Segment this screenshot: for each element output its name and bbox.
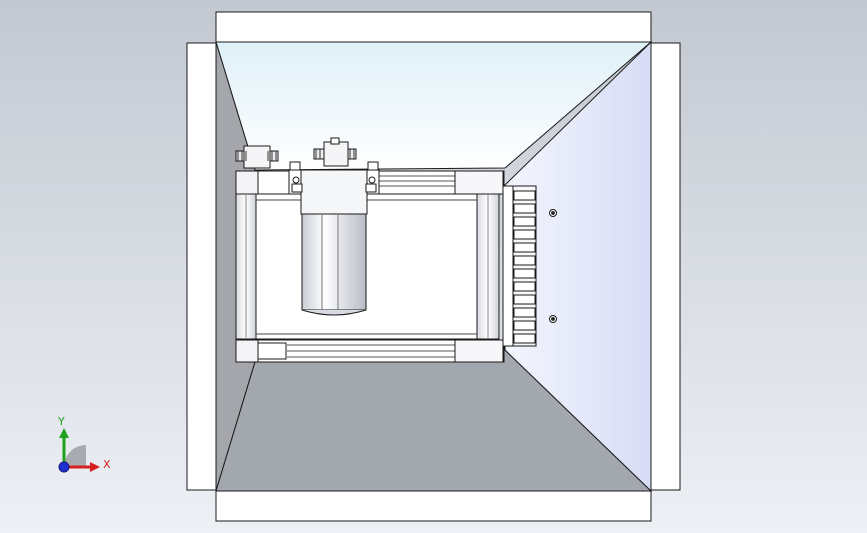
wall-bolts: [549, 209, 557, 323]
frame-top-panel: [215, 11, 652, 43]
triad-rotation-arc: [64, 445, 86, 467]
grille-slat: [513, 255, 536, 266]
grille-slat: [513, 333, 536, 344]
grille-slat: [513, 229, 536, 240]
conveyor-assembly: [235, 137, 537, 363]
grille-slat: [513, 294, 536, 305]
grille-slat: [513, 281, 536, 292]
frame-right-panel: [650, 42, 681, 491]
drive-motor: [288, 169, 380, 316]
grille-slat: [513, 320, 536, 331]
triad-y-label: Y: [58, 415, 65, 428]
grille-slat: [513, 242, 536, 253]
frame-bottom-panel: [215, 490, 652, 522]
left-sprocket: [235, 145, 279, 169]
motor-sprocket: [313, 137, 357, 167]
triad-x-label: X: [103, 458, 111, 471]
grille-slat: [513, 203, 536, 214]
grille-slats: [513, 190, 536, 344]
grille-slat: [513, 216, 536, 227]
hopper-right-wall: [504, 40, 652, 493]
housing-frame: [186, 11, 681, 522]
grille-slat: [513, 268, 536, 279]
grille-slat: [513, 190, 536, 201]
triad-graphic: [58, 428, 100, 473]
grille-slat: [513, 307, 536, 318]
orientation-triad: X Y: [50, 412, 120, 482]
frame-left-panel: [186, 42, 217, 491]
motor-body: [301, 213, 367, 311]
z-axis-dot: [58, 461, 70, 473]
